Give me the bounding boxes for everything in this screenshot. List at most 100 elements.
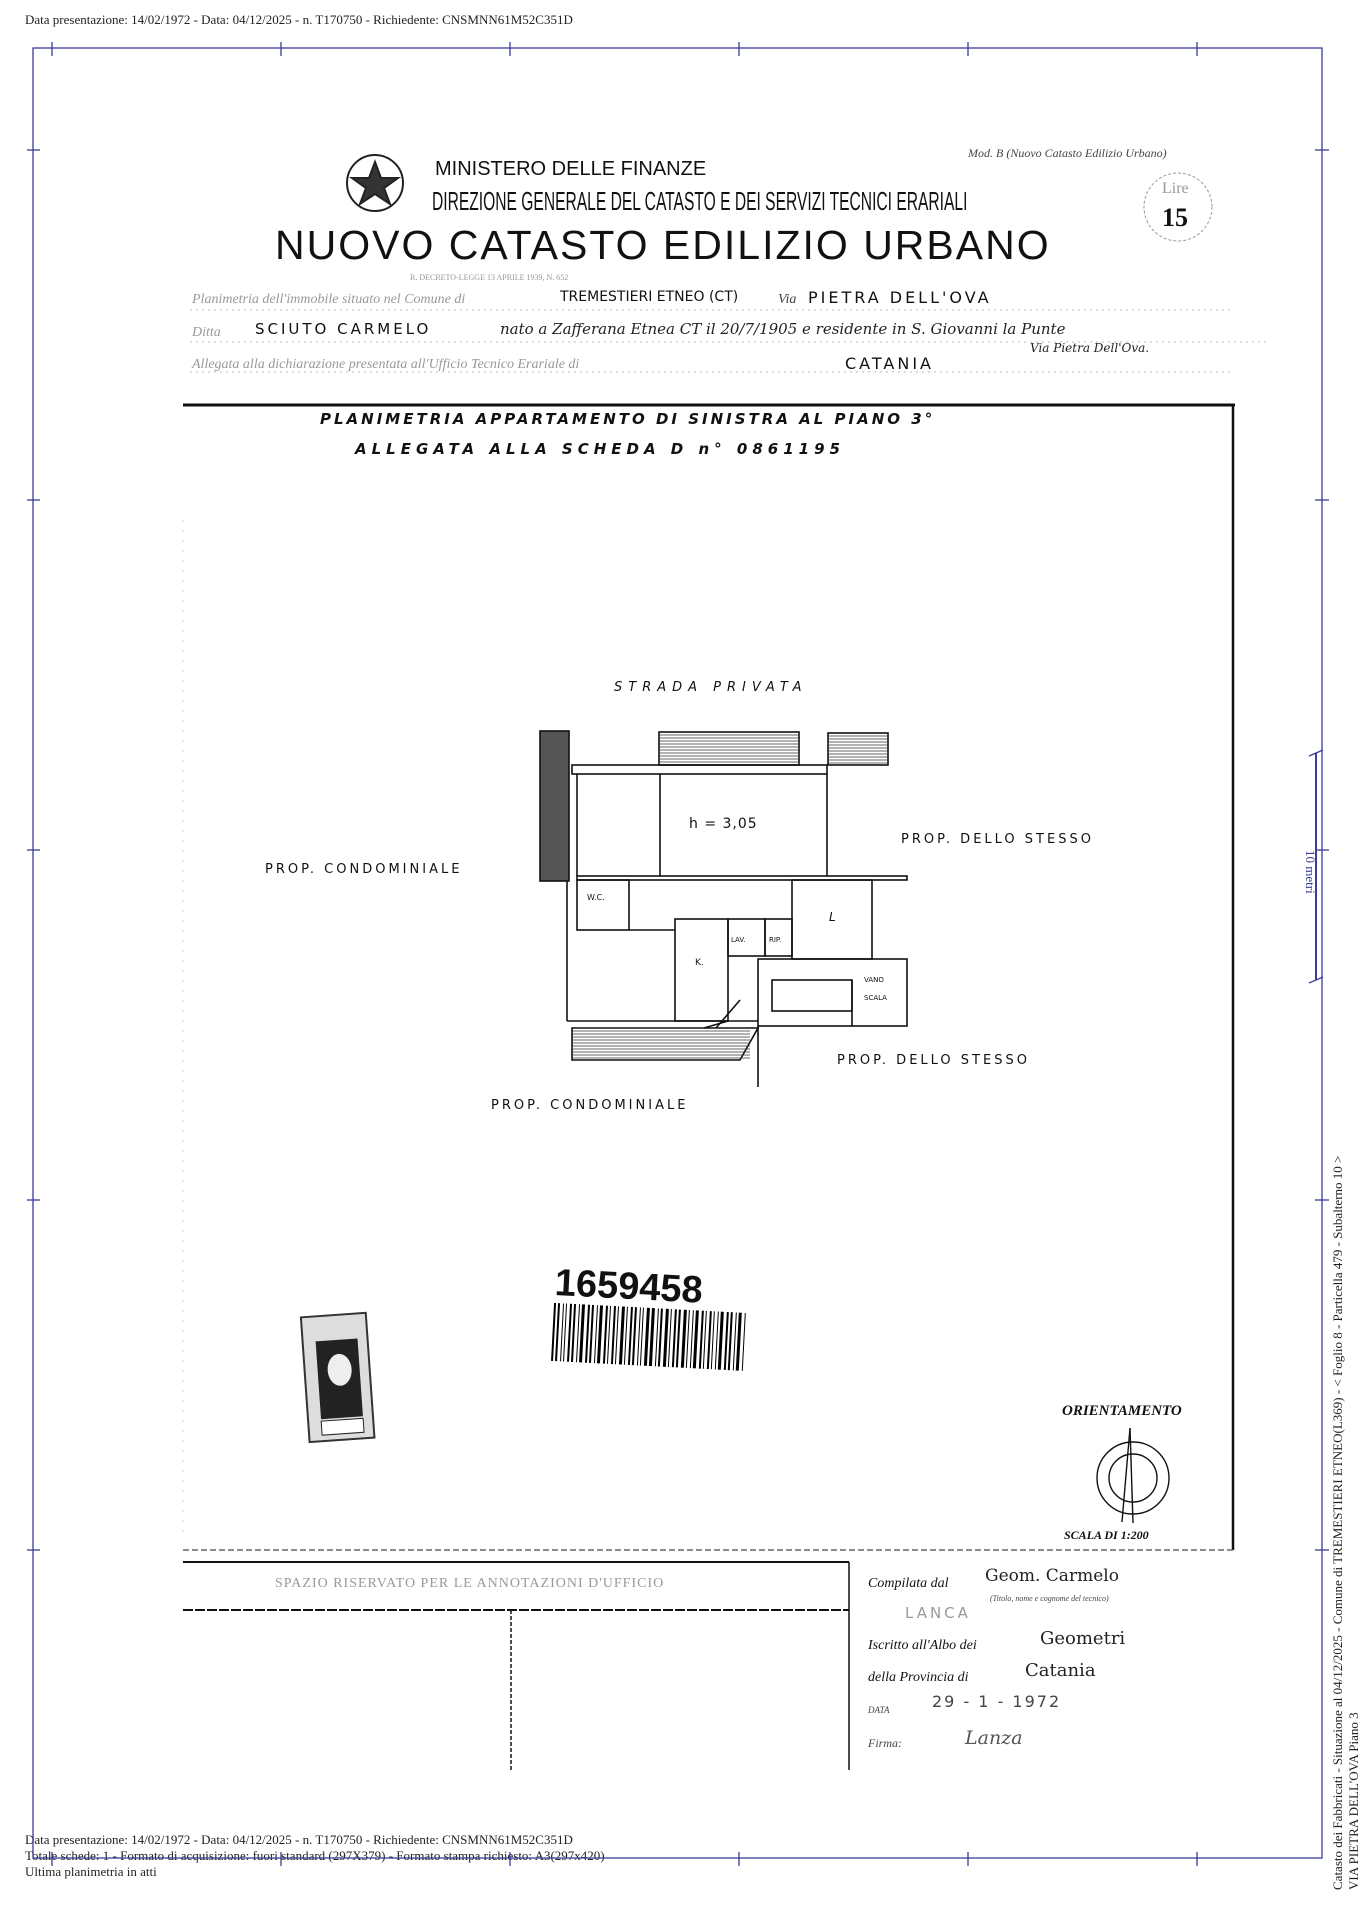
balcony-hatching (572, 734, 888, 1059)
floor-plan (539, 730, 908, 1087)
orientation-label: ORIENTAMENTO (1062, 1403, 1182, 1419)
line1-label: Planimetria dell'immobile situato nel Co… (192, 292, 466, 307)
barcode-bar (735, 1312, 742, 1371)
date-label: DATA (868, 1705, 890, 1715)
barcode-bar (689, 1310, 694, 1369)
hatched-balcony-left (539, 730, 570, 882)
stairs (771, 979, 853, 1012)
barcode-bar (571, 1303, 577, 1362)
signature: Lanza (965, 1727, 1023, 1749)
barcode-bar (662, 1308, 669, 1367)
ceiling-height: h = 3,05 (689, 816, 758, 832)
barcode-bar (636, 1307, 641, 1366)
room-label-stair-2: SCALA (864, 994, 887, 1002)
decree-label: R. DECRETO-LEGGE 13 APRILE 1939, N. 652 (410, 273, 569, 282)
room-label-l: L (829, 910, 839, 924)
barcode-number: 1659458 (553, 1262, 704, 1312)
via-value: PIETRA DELL'OVA (808, 288, 992, 307)
stamp-duty-circle (1143, 172, 1213, 242)
barcode-bar (618, 1306, 625, 1365)
barcode-bar (698, 1310, 704, 1369)
barcode-bar (610, 1306, 616, 1365)
line2-label: Ditta (192, 325, 221, 340)
barcode-bar (631, 1307, 637, 1366)
barcode-bar (671, 1309, 677, 1368)
frame-ticks (27, 42, 1329, 1866)
barcode-bar (584, 1304, 591, 1363)
top-wall (571, 764, 828, 775)
barcode-bar (732, 1312, 737, 1371)
footer-meta-line2: Totale schede: 1 - Formato di acquisizio… (25, 1848, 605, 1863)
balcony-top-right (827, 732, 889, 766)
barcode-bar (602, 1305, 608, 1364)
barcode-bar (614, 1306, 619, 1365)
direction-title: DIREZIONE GENERALE DEL CATASTO E DEI SER… (432, 186, 968, 216)
barcode-bar (551, 1302, 557, 1361)
room-kitchen (674, 918, 729, 1022)
barcode-bar (723, 1311, 729, 1371)
plan-frame (182, 403, 1235, 1551)
barcode (551, 1302, 746, 1371)
barcode-bar (596, 1305, 604, 1364)
barcode-bar (702, 1310, 707, 1369)
header-meta: Data presentazione: 14/02/1972 - Data: 0… (25, 12, 573, 27)
revenue-stamp (299, 1311, 376, 1444)
right-neighbor-label: PROP. DELLO STESSO (901, 832, 1094, 847)
owner-details: nato a Zafferana Etnea CT il 20/7/1905 e… (500, 320, 1066, 338)
barcode-bar (623, 1306, 628, 1365)
barcode-bar (714, 1311, 719, 1370)
balcony-top (658, 731, 800, 766)
office-value: CATANIA (845, 354, 934, 373)
print-frame (32, 47, 1324, 1859)
left-neighbor-label: PROP. CONDOMINIALE (265, 862, 463, 877)
barcode-bar (710, 1311, 715, 1370)
compiled-value: Geom. Carmelo (985, 1566, 1119, 1586)
register-value: Geometri (1040, 1628, 1126, 1649)
barcode-bar (680, 1309, 687, 1368)
middle-wall (576, 875, 908, 881)
annotation-table (183, 1561, 850, 1770)
barcode-bar (593, 1305, 599, 1364)
barcode-bar (727, 1312, 733, 1371)
model-label: Mod. B (Nuovo Catasto Edilizio Urbano) (968, 146, 1167, 160)
barcode-bar (627, 1306, 633, 1365)
barcode-bar (692, 1310, 699, 1369)
barcode-bar (567, 1303, 573, 1362)
barcode-bar (675, 1309, 681, 1368)
room-label-laundry: LAV. (731, 936, 746, 944)
republic-seal-icon (346, 154, 404, 212)
barcode-bar (741, 1312, 746, 1371)
compass-icon (1096, 1427, 1170, 1524)
room-label-kitchen: K. (695, 958, 704, 968)
owner-address: Via Pietra Dell'Ova. (1030, 341, 1150, 355)
room-wc (576, 879, 630, 931)
barcode-bar (588, 1304, 595, 1363)
barcode-bar (578, 1304, 586, 1363)
barcode-bar (654, 1308, 659, 1367)
surname-value: LANCA (905, 1604, 971, 1622)
stamp-duty-label: Lire (1162, 180, 1189, 197)
stairwell (757, 958, 908, 1027)
barcode-bar (560, 1303, 565, 1362)
compiled-hint: (Titolo, nome e cognome del tecnico) (990, 1594, 1109, 1603)
barcode-bar (648, 1308, 655, 1367)
via-label: Via (778, 292, 797, 307)
province-value: Catania (1025, 1660, 1096, 1681)
barcode-bar (639, 1307, 644, 1366)
footer-meta-line3: Ultima planimetria in atti (25, 1864, 157, 1879)
lower-right-neighbor-label: PROP. DELLO STESSO (837, 1053, 1030, 1068)
document-title: NUOVO CATASTO EDILIZIO URBANO (275, 222, 1051, 268)
barcode-bar (685, 1309, 690, 1368)
compiled-label: Compilata dal (868, 1576, 949, 1591)
barcode-bar (643, 1307, 650, 1366)
comune-value: TREMESTIERI ETNEO (CT) (560, 289, 739, 305)
barcode-bar (717, 1311, 724, 1370)
ministry-title: MINISTERO DELLE FINANZE (435, 158, 707, 180)
plan-title-1: PLANIMETRIA APPARTAMENTO DI SINISTRA AL … (320, 410, 936, 428)
owner-value: SCIUTO CARMELO (255, 320, 432, 338)
date-value: 29 - 1 - 1972 (932, 1692, 1062, 1711)
office-reserved-label: SPAZIO RISERVATO PER LE ANNOTAZIONI D'UF… (275, 1576, 665, 1591)
barcode-bar (606, 1305, 611, 1364)
plan-title-2: ALLEGATA ALLA SCHEDA D n° 0861195 (355, 440, 845, 458)
room-label-wc: W.C. (587, 893, 605, 902)
